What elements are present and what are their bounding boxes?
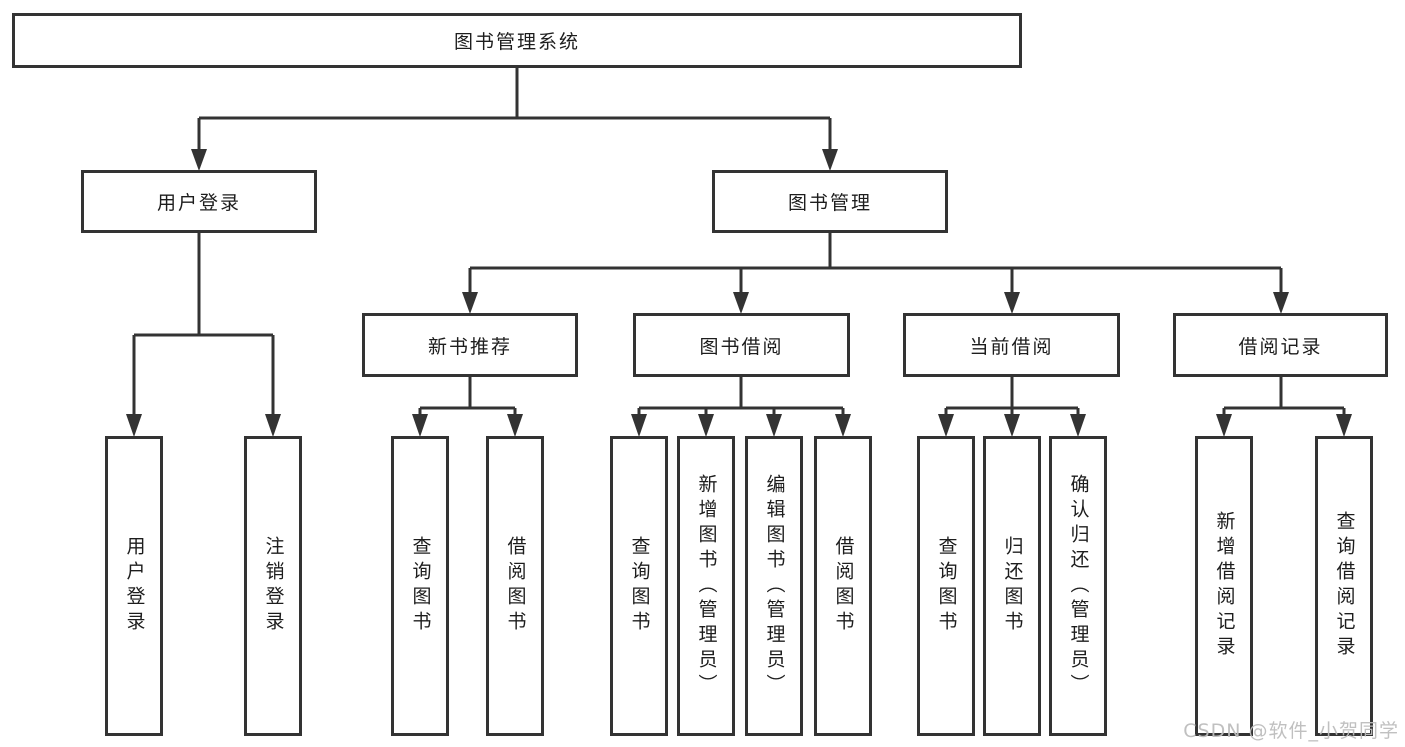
leaf-user-login: 用户登录 — [105, 436, 163, 736]
node-new-book-recommend: 新书推荐 — [362, 313, 578, 377]
arrowheads — [126, 149, 1352, 437]
node-borrow-record: 借阅记录 — [1173, 313, 1388, 377]
node-current-borrow: 当前借阅 — [903, 313, 1120, 377]
edge-newbook-branch — [418, 377, 517, 417]
leaf-query-book-2-label: 查询图书 — [628, 536, 651, 636]
leaf-query-book-3-label: 查询图书 — [935, 536, 958, 636]
leaf-user-login-label: 用户登录 — [123, 536, 146, 636]
leaf-add-borrow-record: 新增借阅记录 — [1195, 436, 1253, 736]
leaf-query-book-1-label: 查询图书 — [409, 536, 432, 636]
leaf-query-book-3: 查询图书 — [917, 436, 975, 736]
leaf-add-borrow-record-label: 新增借阅记录 — [1213, 511, 1236, 661]
leaf-query-book-1: 查询图书 — [391, 436, 449, 736]
leaf-edit-book-admin: 编辑图书（管理员） — [745, 436, 803, 736]
node-book-borrow: 图书借阅 — [633, 313, 850, 377]
edge-borrow-branch — [637, 377, 845, 417]
edge-current-branch — [944, 377, 1080, 417]
node-user-login: 用户登录 — [81, 170, 317, 233]
edge-record-branch — [1222, 377, 1346, 417]
node-book-management: 图书管理 — [712, 170, 948, 233]
leaf-query-borrow-record: 查询借阅记录 — [1315, 436, 1373, 736]
edge-bookmgmt-branch — [468, 233, 1283, 295]
leaf-borrow-book-1: 借阅图书 — [486, 436, 544, 736]
csdn-watermark: CSDN @软件_小贺同学 — [1183, 720, 1399, 742]
edge-root-branch — [197, 68, 832, 152]
edge-userlogin-branch — [132, 233, 275, 417]
leaf-query-borrow-record-label: 查询借阅记录 — [1333, 511, 1356, 661]
leaf-return-book-label: 归还图书 — [1001, 536, 1024, 636]
leaf-confirm-return-admin: 确认归还（管理员） — [1049, 436, 1107, 736]
leaf-edit-book-admin-label: 编辑图书（管理员） — [763, 473, 786, 699]
leaf-borrow-book-2: 借阅图书 — [814, 436, 872, 736]
leaf-borrow-book-2-label: 借阅图书 — [832, 536, 855, 636]
leaf-return-book: 归还图书 — [983, 436, 1041, 736]
leaf-add-book-admin-label: 新增图书（管理员） — [695, 473, 718, 699]
node-root: 图书管理系统 — [12, 13, 1022, 68]
leaf-query-book-2: 查询图书 — [610, 436, 668, 736]
leaf-confirm-return-admin-label: 确认归还（管理员） — [1067, 473, 1090, 699]
leaf-borrow-book-1-label: 借阅图书 — [504, 536, 527, 636]
leaf-add-book-admin: 新增图书（管理员） — [677, 436, 735, 736]
leaf-logout-label: 注销登录 — [262, 536, 285, 636]
leaf-logout: 注销登录 — [244, 436, 302, 736]
